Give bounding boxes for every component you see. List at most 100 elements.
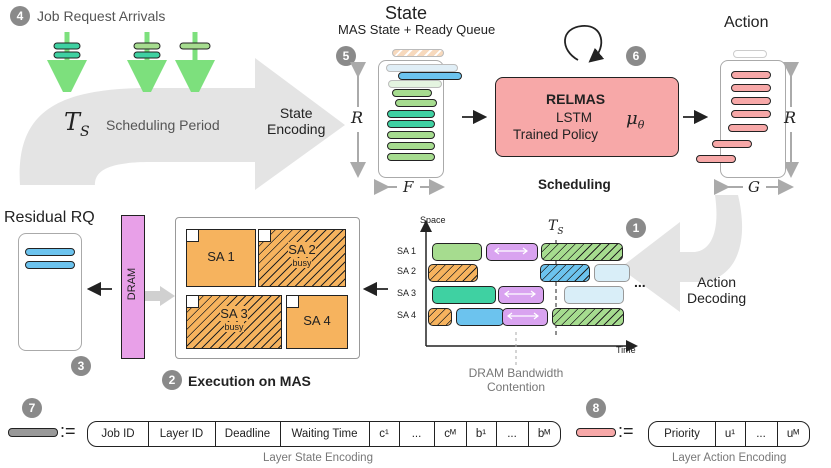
step-5-badge: 5 [336, 46, 356, 66]
field-cell: Priority [649, 422, 716, 446]
field-cell: c¹ [369, 422, 400, 446]
field-cell: ... [399, 422, 435, 446]
trained-policy-label: Trained Policy [513, 127, 599, 142]
task-bar [428, 264, 478, 282]
sa1-block: SA 1 [186, 229, 256, 287]
state-row [387, 153, 435, 161]
step-3-badge: 3 [71, 356, 91, 376]
timeline-row-label: SA 3 [397, 288, 417, 298]
timeline-row-label: SA 4 [397, 310, 417, 320]
timeline-row-label: SA 2 [397, 266, 417, 276]
state-encoding-label: State Encoding [267, 105, 326, 137]
relmas-label: RELMAS [546, 91, 606, 107]
lstm-label: LSTM [556, 110, 593, 125]
layer-action-fields: Priority u¹ ... uᴹ [648, 421, 810, 447]
task-bar [594, 264, 630, 282]
residual-row [25, 248, 75, 256]
step-1-badge: 1 [626, 218, 646, 238]
task-bar [552, 308, 624, 326]
state-row [388, 80, 442, 88]
action-row [731, 71, 771, 79]
layer-state-encoding-caption: Layer State Encoding [263, 452, 373, 464]
action-title: Action [724, 14, 769, 31]
sa4-block: SA 4 [286, 295, 348, 349]
r-label-right: R [784, 108, 797, 127]
ts-symbol: TS [64, 108, 90, 140]
field-cell: Layer ID [148, 422, 216, 446]
timeline-row-label: SA 1 [397, 246, 417, 256]
residual-rq-title: Residual RQ [4, 209, 95, 226]
field-cell: b¹ [466, 422, 497, 446]
scheduling-period-label: Scheduling Period [106, 117, 220, 133]
state-title: State [385, 3, 428, 23]
task-bar [502, 308, 548, 326]
field-cell: Waiting Time [280, 422, 370, 446]
state-row [395, 99, 437, 107]
state-row [387, 120, 435, 128]
task-bar [564, 286, 624, 304]
dram-bandwidth-label: DRAM Bandwidth Contention [468, 366, 564, 394]
space-axis-label: Space [420, 215, 446, 225]
step-4-badge: 4 [10, 6, 30, 26]
dram-block [121, 215, 145, 359]
state-row [398, 72, 462, 80]
time-axis-label: Time [616, 345, 636, 355]
defines-symbol: := [618, 421, 634, 441]
relmas-policy-box [495, 77, 679, 157]
action-row [712, 140, 752, 148]
step-7-badge: 7 [22, 398, 42, 418]
layer-state-fields: Job ID Layer ID Deadline Waiting Time c¹… [87, 421, 561, 447]
task-bar [432, 286, 496, 304]
step-8-badge: 8 [586, 398, 606, 418]
step-6-badge: 6 [626, 46, 646, 66]
sa3-block: SA 3 busy [186, 295, 282, 349]
action-row [731, 97, 771, 105]
residual-row [25, 261, 75, 269]
task-bar [541, 243, 623, 261]
incoming-layer [392, 49, 444, 57]
state-row [386, 64, 458, 72]
task-bar [540, 264, 590, 282]
mu-theta-symbol: μθ [626, 108, 645, 132]
action-row [731, 110, 771, 118]
field-cell: Job ID [88, 422, 149, 446]
task-bar [428, 308, 452, 326]
state-subtitle: MAS State + Ready Queue [338, 22, 496, 37]
more-ellipsis: ... [634, 274, 646, 290]
task-bar [432, 243, 482, 261]
state-row [387, 131, 435, 139]
field-cell: u¹ [715, 422, 746, 446]
state-row [387, 110, 435, 118]
field-cell: ... [745, 422, 778, 446]
ts-marker: TS [548, 218, 564, 237]
f-label: F [403, 178, 414, 196]
field-cell: bᴹ [537, 428, 551, 440]
field-cell: uᴹ [786, 428, 800, 440]
state-row [387, 142, 435, 150]
defines-symbol: := [60, 421, 76, 441]
action-row [728, 124, 768, 132]
action-decoding-label: Action Decoding [687, 274, 747, 306]
scheduling-label: Scheduling [538, 177, 611, 192]
job-arrival-arrows [47, 32, 215, 92]
r-label-left: R [351, 108, 364, 127]
action-layer-token [576, 428, 616, 437]
field-cell: cᴹ [434, 422, 467, 446]
layer-action-encoding-caption: Layer Action Encoding [672, 452, 787, 464]
step-2-badge: 2 [162, 370, 182, 390]
action-row [733, 50, 767, 58]
state-layer-token [8, 428, 58, 437]
field-cell: ... [496, 422, 529, 446]
task-bar [486, 243, 538, 261]
job-request-label: Job Request Arrivals [37, 8, 166, 24]
field-cell: Deadline [215, 422, 281, 446]
task-bar [498, 286, 544, 304]
execution-label: Execution on MAS [188, 373, 311, 389]
sa2-block: SA 2 busy [258, 229, 346, 287]
state-row [392, 89, 432, 97]
action-row [696, 155, 736, 163]
g-label: G [748, 178, 760, 196]
